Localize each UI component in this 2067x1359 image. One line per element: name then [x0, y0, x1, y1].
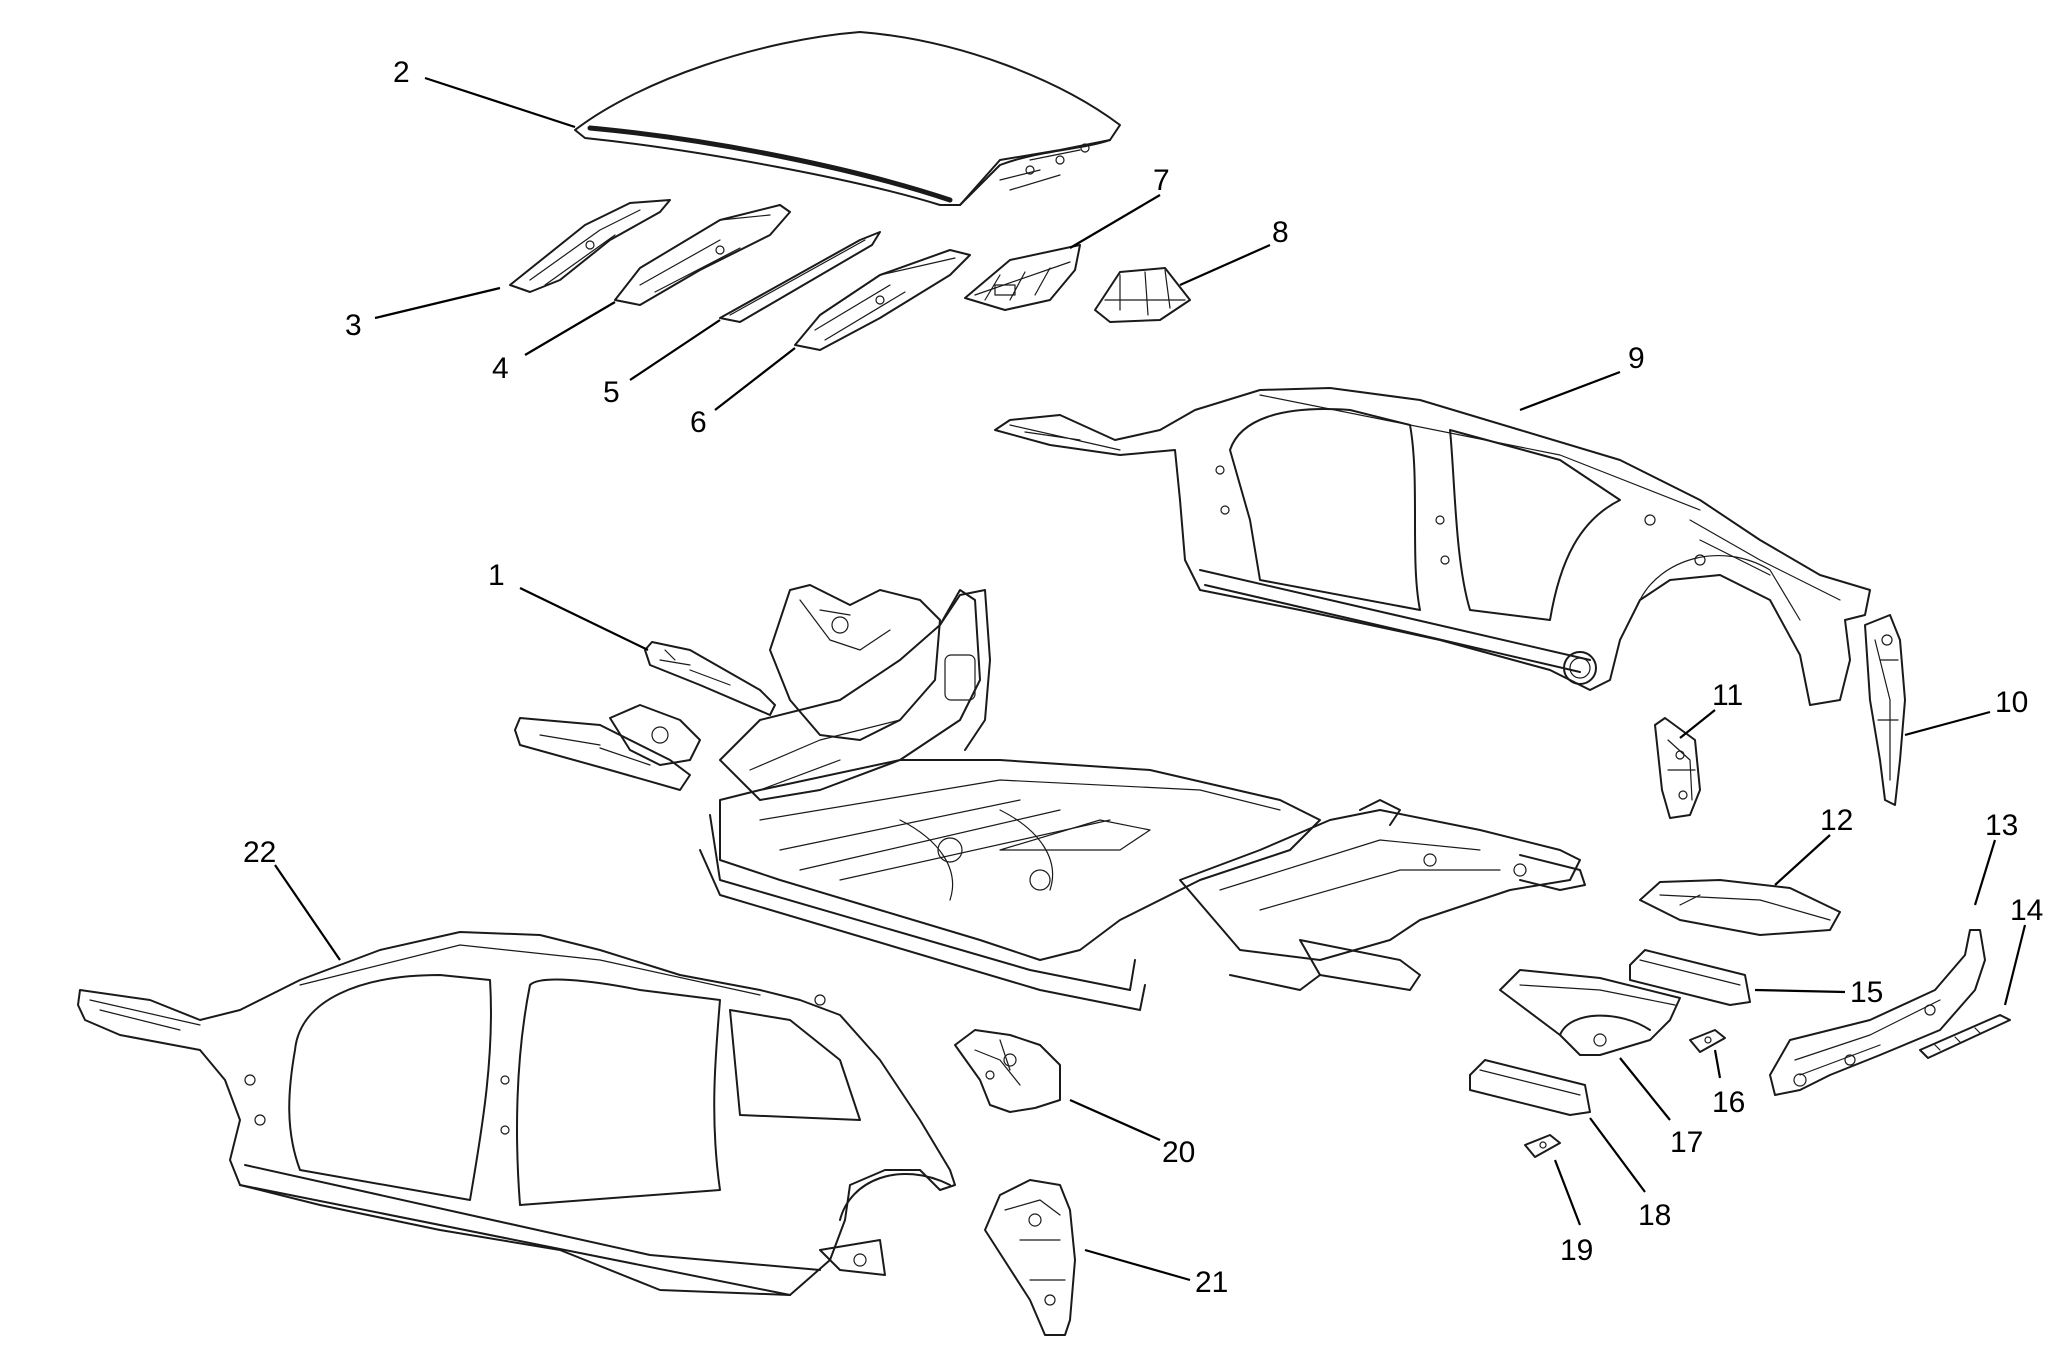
callout-14: 14 [2010, 894, 2043, 927]
callout-9: 9 [1628, 342, 1645, 375]
roof-rear-header-part [964, 244, 1081, 311]
callout-21: 21 [1195, 1266, 1228, 1299]
leader-line-5 [629, 319, 721, 381]
leader-lines [274, 76, 2027, 1282]
roof-rear-bracket-part [1094, 267, 1191, 323]
callout-19: 19 [1560, 1234, 1593, 1267]
leader-line-21 [1084, 1248, 1191, 1282]
rear-quarter-inner-pillar-part [1864, 614, 1906, 806]
leader-line-11 [1679, 709, 1716, 739]
callout-10: 10 [1995, 686, 2028, 719]
center-pillar-reinforcement-part [984, 1179, 1076, 1336]
hinge-pillar-reinforcement-part [954, 1029, 1061, 1113]
callout-13: 13 [1985, 809, 2018, 842]
leader-line-10 [1904, 710, 1991, 737]
pillar-reinforcement-bracket-part [1654, 717, 1701, 819]
leader-line-14 [2003, 924, 2027, 1006]
callout-15: 15 [1850, 976, 1883, 1009]
leader-line-3 [374, 286, 501, 320]
callout-7: 7 [1153, 164, 1170, 197]
callout-5: 5 [603, 376, 620, 409]
small-mount-bracket-b-part [1524, 1134, 1561, 1158]
rear-rail-lower-part [1469, 1059, 1591, 1116]
roof-bow-front-part [509, 199, 671, 293]
leader-line-4 [524, 301, 616, 356]
callout-8: 8 [1272, 216, 1289, 249]
leader-line-17 [1619, 1057, 1671, 1121]
leader-line-19 [1553, 1159, 1582, 1226]
leader-line-22 [274, 864, 341, 961]
callout-17: 17 [1670, 1126, 1703, 1159]
callout-1: 1 [488, 559, 505, 592]
leader-line-20 [1069, 1098, 1161, 1142]
leader-line-15 [1754, 988, 1846, 994]
roof-panel-part [574, 31, 1121, 206]
callout-4: 4 [492, 352, 509, 385]
callout-6: 6 [690, 406, 707, 439]
leader-line-16 [1713, 1049, 1722, 1079]
rear-rail-extension-part [1629, 949, 1751, 1006]
callout-16: 16 [1712, 1086, 1745, 1119]
leader-line-12 [1774, 834, 1831, 886]
rear-end-crossbar-part [1919, 1014, 2011, 1059]
leader-line-1 [519, 587, 649, 651]
body-side-outer-left-part [77, 931, 956, 1296]
rear-floor-panel-extension-part [1639, 879, 1841, 936]
callout-labels: 1 2 3 4 5 6 7 8 9 10 11 12 13 14 15 16 1… [243, 56, 2043, 1299]
body-side-outer-right-part [994, 387, 1871, 706]
callout-12: 12 [1820, 804, 1853, 837]
callout-11: 11 [1712, 679, 1743, 712]
underbody-front-structure-part [514, 584, 1586, 1011]
leader-line-2 [424, 76, 576, 129]
roof-bow-second-part [614, 204, 791, 306]
leader-line-8 [1179, 243, 1271, 287]
rear-compartment-pan-part [1499, 969, 1681, 1056]
leader-line-9 [1519, 370, 1621, 412]
callout-2: 2 [393, 56, 410, 89]
leader-line-6 [714, 347, 796, 411]
roof-bow-third-part [719, 231, 881, 323]
callout-18: 18 [1638, 1199, 1671, 1232]
rear-end-panel-part [1769, 929, 1986, 1096]
callout-20: 20 [1162, 1136, 1195, 1169]
roof-bow-rear-part [794, 249, 971, 351]
leader-line-18 [1589, 1117, 1646, 1193]
callout-22: 22 [243, 836, 276, 869]
leader-line-7 [1069, 194, 1161, 249]
leader-line-13 [1973, 839, 1997, 906]
small-mount-bracket-a-part [1689, 1029, 1726, 1053]
callout-3: 3 [345, 309, 362, 342]
